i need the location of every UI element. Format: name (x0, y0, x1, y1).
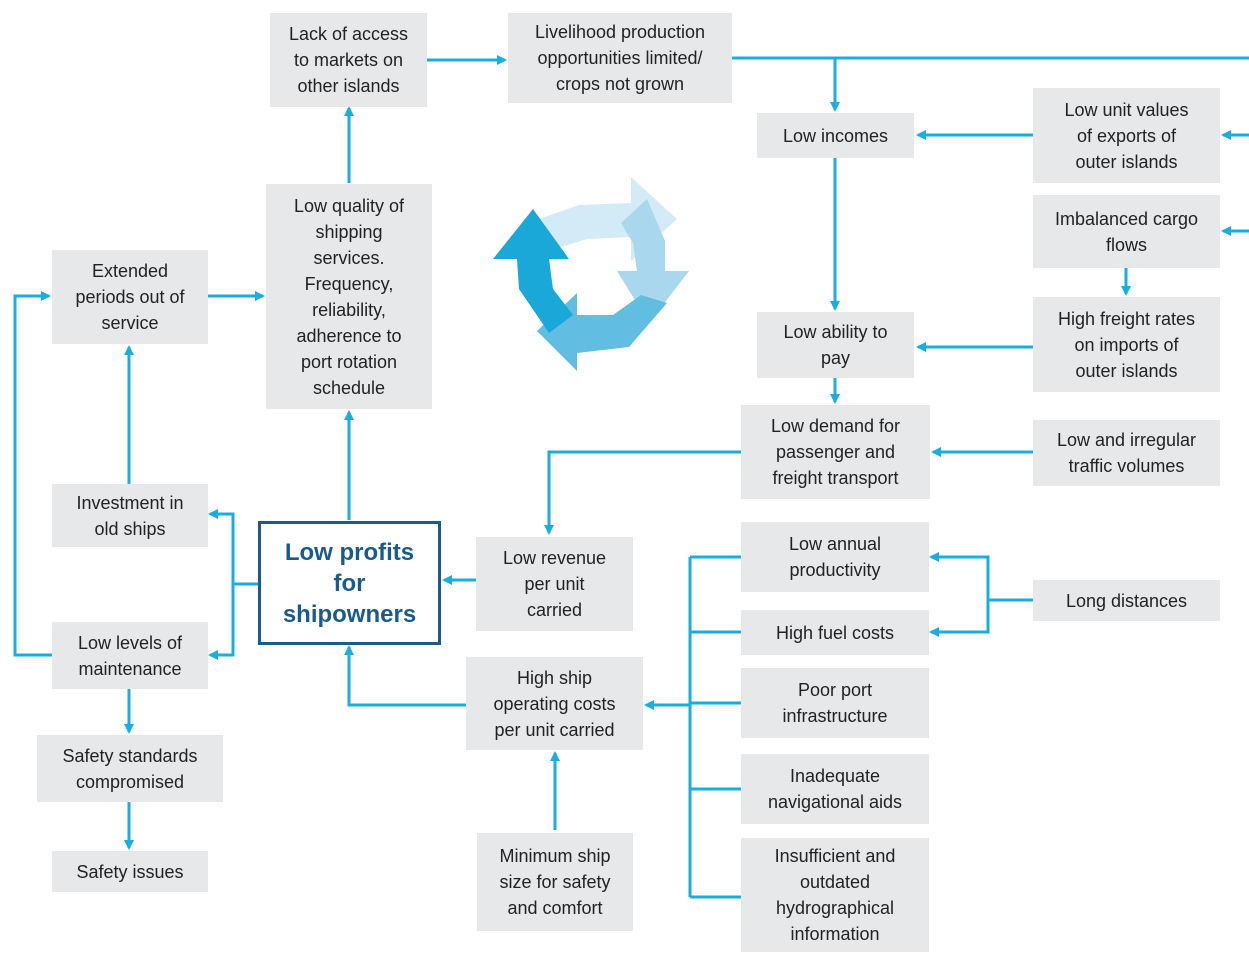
arrow-maintenance-loop-to-extended (13, 291, 52, 657)
box-low-incomes: Low incomes (757, 113, 914, 158)
box-irregular-traffic: Low and irregular traffic volumes (1033, 420, 1220, 486)
core-low-profits: Low profits for shipowners (258, 521, 441, 645)
arrow-distances-split (929, 552, 1033, 602)
box-low-demand: Low demand for passenger and freight tra… (741, 405, 930, 499)
box-poor-port-infrastructure: Poor port infrastructure (741, 668, 929, 738)
box-low-quality-shipping: Low quality of shipping services. Freque… (266, 184, 432, 409)
box-investment-old-ships: Investment in old ships (52, 484, 208, 547)
arrow-core-to-maintenance (208, 584, 235, 660)
box-imbalanced-cargo: Imbalanced cargo flows (1033, 195, 1220, 268)
arrow-demand-to-revenue (544, 450, 741, 535)
box-min-ship-size: Minimum ship size for safety and comfort (477, 833, 633, 931)
box-long-distances: Long distances (1033, 580, 1220, 621)
box-high-fuel-costs: High fuel costs (741, 610, 929, 655)
arrow-core-to-investment (208, 509, 258, 586)
box-inadequate-nav-aids: Inadequate navigational aids (741, 754, 929, 824)
box-extended-periods: Extended periods out of service (52, 250, 208, 344)
box-safety-standards: Safety standards compromised (37, 735, 223, 802)
box-low-revenue: Low revenue per unit carried (476, 537, 633, 631)
arrow-distances-to-fuel (929, 600, 990, 637)
box-livelihood-limited: Livelihood production opportunities limi… (508, 13, 732, 103)
box-low-unit-values: Low unit values of exports of outer isla… (1033, 88, 1220, 183)
cycle-icon (493, 177, 689, 371)
cycle-arrow-left (493, 209, 573, 333)
box-lack-of-access: Lack of access to markets on other islan… (270, 13, 427, 107)
cycle-arrow-right (617, 199, 689, 323)
box-low-maintenance: Low levels of maintenance (52, 622, 208, 689)
arrow-operating-to-core (344, 645, 466, 707)
box-hydrographical-info: Insufficient and outdated hydrographical… (741, 838, 929, 952)
box-safety-issues: Safety issues (52, 851, 208, 892)
box-high-freight-rates: High freight rates on imports of outer i… (1033, 297, 1220, 392)
box-low-annual-productivity: Low annual productivity (741, 522, 929, 592)
box-high-operating-costs: High ship operating costs per unit carri… (466, 657, 643, 750)
box-low-ability-to-pay: Low ability to pay (757, 312, 914, 378)
